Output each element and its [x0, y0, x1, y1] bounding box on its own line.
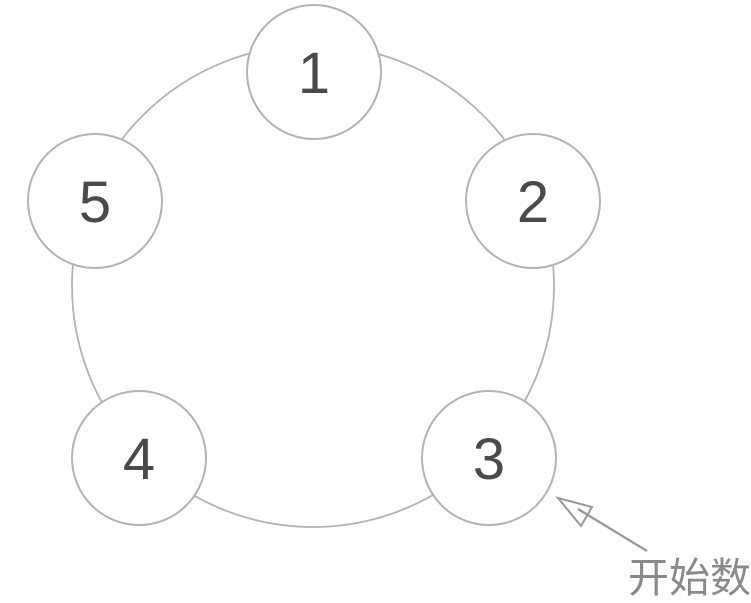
- node-5: 5: [27, 133, 163, 269]
- node-2: 2: [465, 133, 601, 269]
- node-5-circle: [27, 133, 163, 269]
- node-2-label: 2: [517, 170, 549, 235]
- node-3: 3: [421, 390, 557, 526]
- arrowhead-icon: [555, 496, 594, 528]
- node-4: 4: [71, 390, 207, 526]
- node-1: 1: [246, 4, 382, 140]
- annotation-start-counting-label: 开始数: [628, 555, 751, 601]
- node-3-circle: [421, 390, 557, 526]
- node-3-label: 3: [473, 427, 505, 492]
- arrow-shaft: [577, 508, 648, 552]
- node-4-circle: [71, 390, 207, 526]
- node-2-circle: [465, 133, 601, 269]
- node-5-label: 5: [79, 170, 111, 235]
- node-1-label: 1: [298, 41, 330, 106]
- node-4-label: 4: [123, 427, 155, 492]
- start-arrow-icon: [555, 496, 648, 552]
- node-1-circle: [246, 4, 382, 140]
